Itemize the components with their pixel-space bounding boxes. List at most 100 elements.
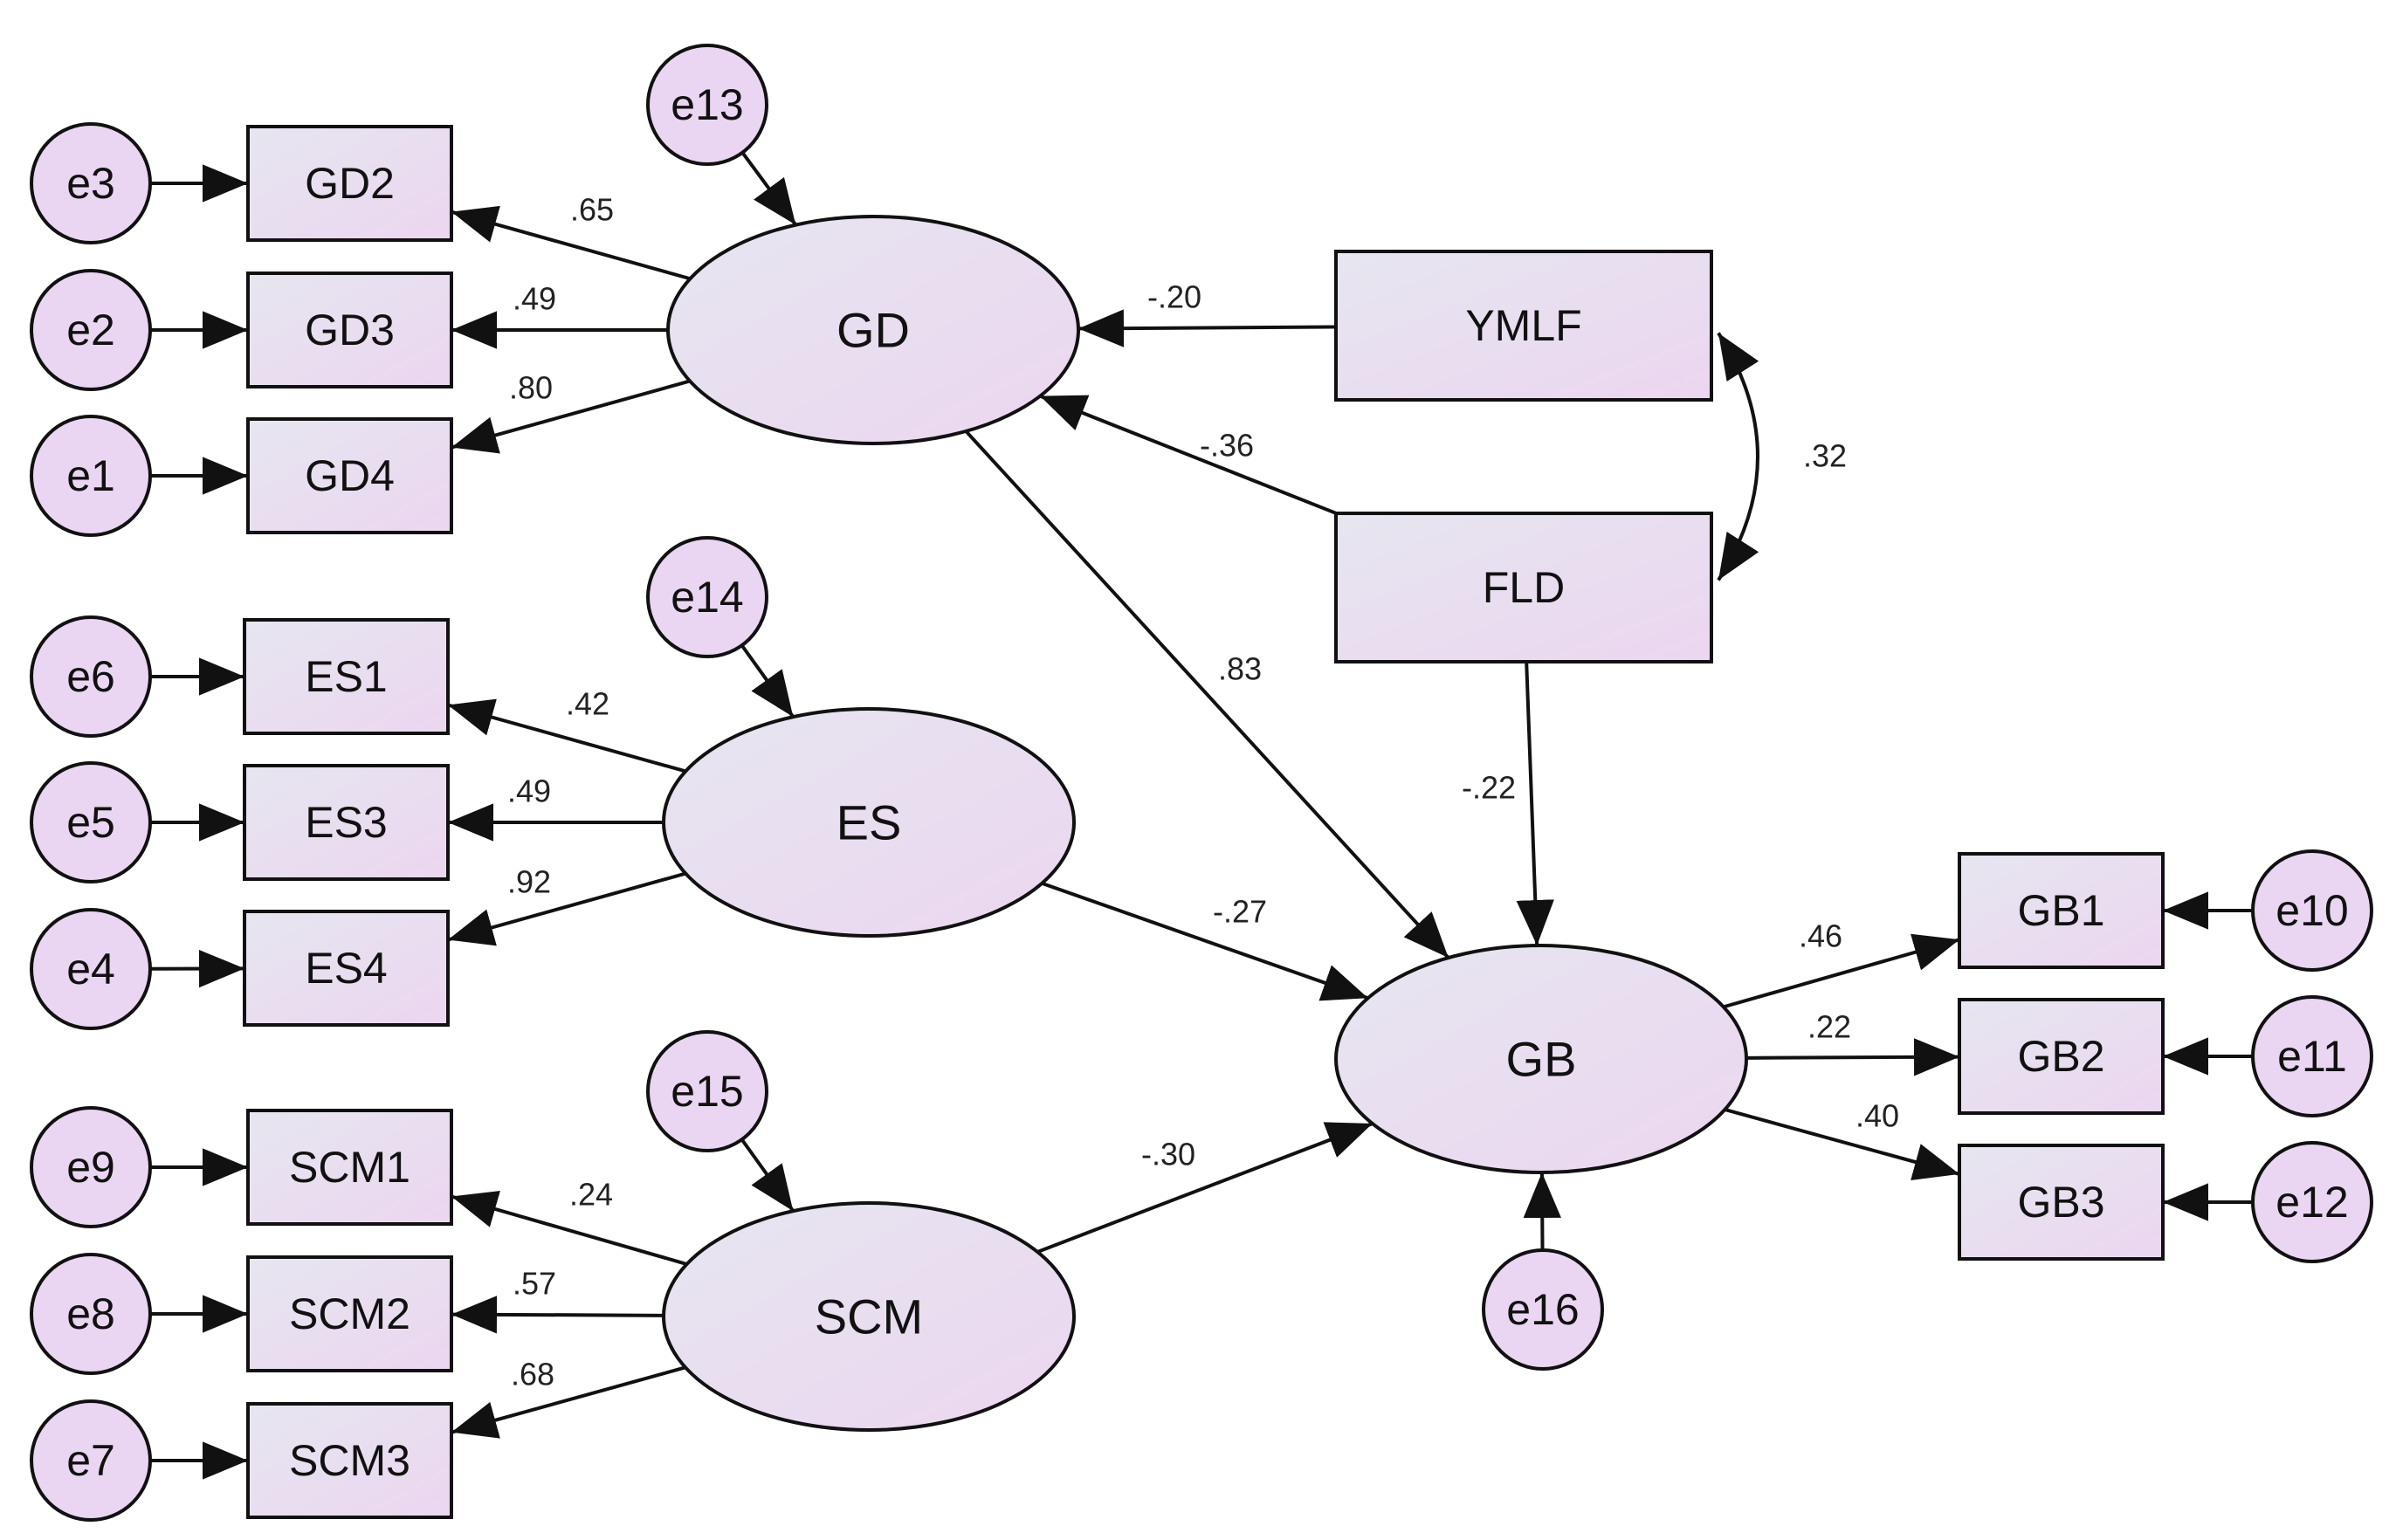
observed-box xyxy=(243,618,450,735)
latent-label: GB xyxy=(1506,1032,1577,1087)
coef-label-scm-scm2: .57 xyxy=(513,1266,556,1302)
error-e1: e1 xyxy=(30,415,152,537)
observed-label: YMLF xyxy=(1465,301,1581,350)
observed-label: ES4 xyxy=(305,944,388,993)
observed-es3: ES3 xyxy=(243,764,450,881)
observed-box xyxy=(246,1402,453,1519)
error-circle xyxy=(30,269,152,391)
observed-box xyxy=(246,1109,453,1226)
error-label: e15 xyxy=(671,1067,743,1116)
error-e11: e11 xyxy=(2251,995,2373,1117)
observed-label: FLD xyxy=(1483,563,1565,612)
latent-label: GD xyxy=(837,303,910,358)
error-e3: e3 xyxy=(30,122,152,244)
error-label: e13 xyxy=(671,80,743,129)
coef-label-gb-gb3: .40 xyxy=(1856,1098,1899,1134)
observed-label: SCM2 xyxy=(289,1289,410,1338)
path-arrow-scm-to-scm3 xyxy=(451,1365,686,1439)
path-arrow-scm-to-scm2 xyxy=(451,1296,664,1334)
observed-box xyxy=(243,764,450,881)
observed-gb2: GB2 xyxy=(1958,998,2165,1115)
observed-label: GD3 xyxy=(305,306,395,354)
error-label: e5 xyxy=(66,798,115,847)
observed-box xyxy=(246,1255,453,1372)
error-label: e16 xyxy=(1506,1285,1579,1334)
error-circle xyxy=(646,44,768,166)
coef-label-es-es3: .49 xyxy=(507,773,551,809)
latent-gb: GB xyxy=(1334,944,1748,1174)
error-circle xyxy=(2251,995,2373,1117)
observed-es1: ES1 xyxy=(243,618,450,735)
error-label: e9 xyxy=(66,1143,115,1192)
coef-label-es-es4: .92 xyxy=(507,864,551,900)
path-arrow-gd-to-gd2 xyxy=(451,205,691,281)
error-circle xyxy=(30,908,152,1030)
latent-ellipse xyxy=(662,1201,1076,1432)
observed-box xyxy=(1958,1144,2165,1261)
observed-label: SCM1 xyxy=(289,1143,410,1192)
error-e2: e2 xyxy=(30,269,152,391)
path-arrow-gb-to-gb3 xyxy=(1724,1108,1960,1180)
observed-box xyxy=(1958,852,2165,969)
latent-ellipse xyxy=(1334,944,1748,1174)
observed-fld: FLD xyxy=(1334,512,1713,663)
observed-box xyxy=(246,125,453,242)
observed-box xyxy=(1334,512,1713,663)
path-arrow-gb-to-gb1 xyxy=(1723,933,1960,1009)
observed-box xyxy=(1334,250,1713,402)
coef-label-gb-gb1: .46 xyxy=(1799,918,1842,954)
observed-scm3: SCM3 xyxy=(246,1402,453,1519)
error-arrow-e16-to-gb xyxy=(1523,1172,1561,1251)
coef-label-gd-gd4: .80 xyxy=(509,370,553,406)
path-arrow-es-to-es1 xyxy=(447,698,686,773)
error-label: e14 xyxy=(671,573,743,622)
error-circle xyxy=(30,122,152,244)
error-e7: e7 xyxy=(30,1399,152,1522)
observed-ymlf: YMLF xyxy=(1334,250,1713,402)
observed-es4: ES4 xyxy=(243,910,450,1027)
error-circle xyxy=(30,1106,152,1228)
error-arrow-e15-to-scm xyxy=(740,1138,795,1213)
error-e13: e13 xyxy=(646,44,768,166)
observed-scm2: SCM2 xyxy=(246,1255,453,1372)
error-e8: e8 xyxy=(30,1253,152,1375)
error-e15: e15 xyxy=(646,1030,768,1152)
latent-label: SCM xyxy=(815,1289,923,1344)
observed-gd4: GD4 xyxy=(246,417,453,534)
observed-gb3: GB3 xyxy=(1958,1144,2165,1261)
error-e14: e14 xyxy=(646,536,768,658)
error-e16: e16 xyxy=(1482,1248,1604,1371)
latent-es: ES xyxy=(662,707,1076,938)
error-e4: e4 xyxy=(30,908,152,1030)
coef-label-scm-scm3: .68 xyxy=(511,1357,554,1392)
error-e9: e9 xyxy=(30,1106,152,1228)
error-circle xyxy=(30,415,152,537)
observed-gd2: GD2 xyxy=(246,125,453,242)
coef-label-scm-scm1: .24 xyxy=(569,1177,613,1213)
edge-layer xyxy=(149,151,2253,1480)
observed-label: SCM3 xyxy=(289,1436,410,1485)
latent-ellipse xyxy=(666,215,1080,445)
coef-label-scm-gb: -.30 xyxy=(1141,1137,1195,1172)
error-circle xyxy=(30,1399,152,1522)
error-circle xyxy=(2251,849,2373,972)
error-circle xyxy=(30,761,152,883)
path-arrow-scm-to-gb xyxy=(1036,1122,1374,1254)
error-label: e8 xyxy=(66,1289,115,1338)
path-arrow-gb-to-gb2 xyxy=(1745,1038,1960,1076)
error-circle xyxy=(646,536,768,658)
error-e6: e6 xyxy=(30,615,152,738)
error-arrow-e14-to-es xyxy=(740,644,795,718)
observed-label: GD2 xyxy=(305,159,395,208)
coef-label-gd-gb: .83 xyxy=(1218,651,1262,687)
coefficient-layer: .65.49.80.42.49.92.24.57.68-.20-.36.83-.… xyxy=(507,192,1899,1392)
error-circle xyxy=(30,1253,152,1375)
error-circle xyxy=(1482,1248,1604,1371)
error-circle xyxy=(2251,1141,2373,1263)
coef-label-fld-gb: -.22 xyxy=(1462,770,1516,806)
latent-ellipse xyxy=(662,707,1076,938)
coef-label-es-gb: -.27 xyxy=(1213,894,1267,930)
path-arrow-gd-to-gb xyxy=(964,430,1450,959)
coef-label-gd-gd2: .65 xyxy=(570,192,614,228)
